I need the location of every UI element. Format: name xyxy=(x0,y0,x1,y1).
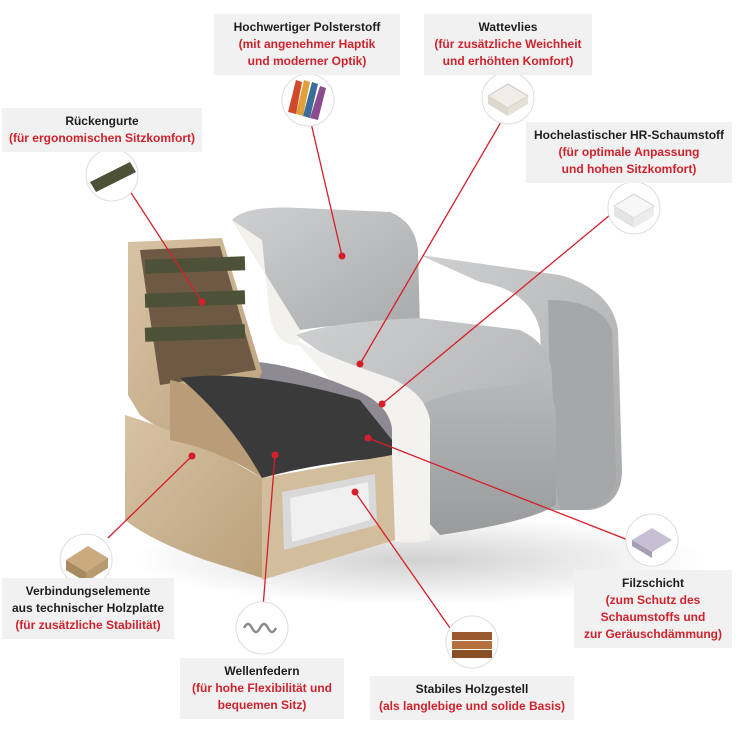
polsterstoff-sub1: (mit angenehmer Haptik xyxy=(238,37,376,51)
polsterstoff-title: Hochwertiger Polsterstoff xyxy=(233,20,381,34)
frame-hole-inner xyxy=(290,482,370,542)
wattevlies-sub1: (für zusätzliche Weichheit xyxy=(434,37,582,51)
wood-base xyxy=(125,415,262,578)
wattevlies-sub2: und erhöhten Komfort) xyxy=(442,54,574,68)
felt-layer-icon xyxy=(625,513,679,567)
holzgestell-sub1: (als langlebige und solide Basis) xyxy=(378,699,566,713)
rueckengurte-sub1: (für ergonomischen Sitzkomfort) xyxy=(8,131,195,145)
hr-schaumstoff-title: Hochelastischer HR-Schaumstoff xyxy=(533,128,725,142)
callout-polsterstoff: Hochwertiger Polsterstoff (mit angenehme… xyxy=(214,14,400,75)
callout-filzschicht: Filzschicht (zum Schutz des Schaumstoffs… xyxy=(574,570,732,648)
callout-rueckengurte: Rückengurte (für ergonomischen Sitzkomfo… xyxy=(2,108,202,152)
holzgestell-title: Stabiles Holzgestell xyxy=(415,682,529,696)
callout-wattevlies: Wattevlies (für zusätzliche Weichheit un… xyxy=(424,14,592,75)
filzschicht-sub3: zur Geräuschdämmung) xyxy=(583,627,723,641)
leader-dots xyxy=(188,252,386,496)
verbindung-title1: Verbindungselemente xyxy=(25,584,151,598)
verbindung-sub1: (für zusätzliche Stabilität) xyxy=(15,618,161,632)
polsterstoff-sub2: und moderner Optik) xyxy=(247,54,367,68)
hr-schaumstoff-sub2: und hohen Sitzkomfort) xyxy=(561,162,697,176)
back-cushion xyxy=(232,207,420,330)
verbindung-title2: aus technischer Holzplatte xyxy=(11,601,165,615)
spring-bed xyxy=(180,375,392,478)
wood-board-icon xyxy=(59,533,113,587)
hr-schaumstoff-sub1: (für optimale Anpassung xyxy=(558,145,700,159)
belt-1 xyxy=(144,256,246,274)
seat-foam xyxy=(292,338,430,543)
right-arm-front xyxy=(548,300,616,510)
belt-3 xyxy=(144,324,246,342)
wellenfedern-sub1: (für hohe Flexibilität und xyxy=(192,681,332,695)
callout-holzgestell: Stabiles Holzgestell (als langlebige und… xyxy=(370,676,574,720)
wellenfedern-title: Wellenfedern xyxy=(224,664,300,678)
fabric-swatch-icon xyxy=(281,73,335,127)
belt-strap-icon xyxy=(85,148,139,202)
wellenfedern-sub2: bequemen Sitz) xyxy=(217,698,307,712)
wadding-icon xyxy=(481,71,535,125)
filzschicht-title: Filzschicht xyxy=(621,576,684,590)
spring-icon xyxy=(235,601,289,655)
callout-wellenfedern: Wellenfedern (für hohe Flexibilität und … xyxy=(180,658,344,719)
filzschicht-sub2: Schaumstoffs und xyxy=(600,610,706,624)
wattevlies-title: Wattevlies xyxy=(478,20,538,34)
rueckengurte-title: Rückengurte xyxy=(65,114,139,128)
wood-back-inner xyxy=(140,246,256,385)
foam-block-icon xyxy=(607,181,661,235)
callout-verbindung: Verbindungselemente aus technischer Holz… xyxy=(2,578,174,639)
wood-curve xyxy=(170,380,262,478)
seat-front xyxy=(420,382,556,535)
callout-hr-schaumstoff: Hochelastischer HR-Schaumstoff (für opti… xyxy=(526,122,732,183)
belt-2 xyxy=(144,290,246,308)
timber-icon xyxy=(445,615,499,669)
filzschicht-sub1: (zum Schutz des xyxy=(605,593,701,607)
leader-lines xyxy=(107,109,629,629)
back-foam xyxy=(232,220,300,345)
